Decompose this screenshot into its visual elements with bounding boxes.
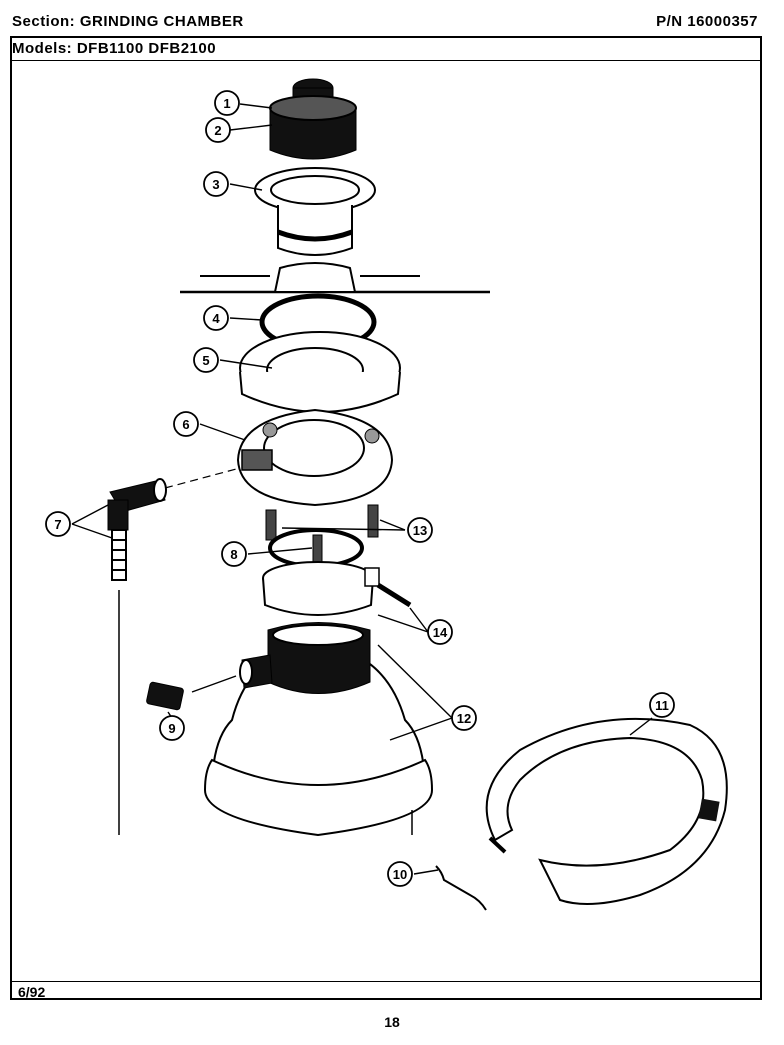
callout-circle: [387, 861, 413, 887]
callout-circle: [205, 117, 231, 143]
part-number-heading: P/N 16000357: [656, 13, 758, 30]
callout-circle: [203, 305, 229, 331]
callout-8: 8: [221, 541, 247, 567]
stopper-cap-part: [269, 78, 357, 160]
callout-circle: [427, 619, 453, 645]
callout-label: 9: [168, 721, 175, 736]
callout-label: 7: [54, 517, 61, 532]
callout-label: 2: [214, 123, 221, 138]
callout-label: 11: [655, 698, 669, 713]
screw-studs-part: [265, 504, 379, 564]
model-1: DFB1100: [76, 40, 144, 57]
callout-5: 5: [193, 347, 219, 373]
callout-3: 3: [203, 171, 229, 197]
section-label: Section:: [12, 13, 76, 30]
elbow-tube-part: [107, 467, 241, 835]
pn-label: P/N: [656, 13, 683, 30]
callout-9: 9: [159, 715, 185, 741]
callout-label: 4: [212, 311, 220, 326]
callout-1: 1: [214, 90, 240, 116]
callout-13: 13: [407, 517, 433, 543]
clamp-band-part: [262, 561, 412, 616]
models-heading: Models: DFB1100 DFB2100: [12, 40, 216, 57]
grinding-chamber-part: [203, 622, 434, 837]
callout-label: 1: [223, 96, 230, 111]
callout-circle: [203, 171, 229, 197]
plug-part: [146, 675, 237, 711]
callout-label: 13: [413, 523, 427, 538]
callout-2: 2: [205, 117, 231, 143]
mounting-ring-part: [239, 331, 401, 413]
callout-circle: [214, 90, 240, 116]
lock-ring-part: [485, 717, 728, 905]
callout-circle: [407, 517, 433, 543]
callout-circle: [649, 692, 675, 718]
callout-7: 7: [45, 511, 71, 537]
callout-circle: [193, 347, 219, 373]
pn-value: 16000357: [687, 13, 758, 30]
callout-label: 5: [202, 353, 209, 368]
callout-12: 12: [451, 705, 477, 731]
callout-circle: [159, 715, 185, 741]
callout-circle: [221, 541, 247, 567]
footer-divider: [10, 981, 762, 982]
spring-clip-part: [435, 865, 487, 911]
sink-flange-part: [254, 167, 376, 256]
callout-6: 6: [173, 411, 199, 437]
callout-label: 8: [230, 547, 237, 562]
callout-label: 6: [182, 417, 189, 432]
models-label: Models:: [12, 40, 73, 57]
callout-label: 12: [457, 711, 471, 726]
callout-label: 10: [393, 867, 407, 882]
section-heading: Section: GRINDING CHAMBER: [12, 13, 244, 30]
mounting-flange-part: [236, 408, 394, 507]
callout-11: 11: [649, 692, 675, 718]
revision-date: 6/92: [18, 984, 46, 1000]
callout-circle: [173, 411, 199, 437]
page-number: 18: [384, 1014, 400, 1030]
callout-label: 14: [433, 625, 448, 640]
callout-label: 3: [212, 177, 219, 192]
sink-plate: [180, 262, 490, 294]
callout-4: 4: [203, 305, 229, 331]
callout-14: 14: [427, 619, 453, 645]
models-divider: [10, 60, 762, 61]
section-value: GRINDING CHAMBER: [79, 13, 244, 30]
model-2: DFB2100: [148, 40, 217, 57]
callout-circle: [45, 511, 71, 537]
callout-circle: [451, 705, 477, 731]
callout-10: 10: [387, 861, 413, 887]
diagram-frame: [10, 36, 762, 1000]
